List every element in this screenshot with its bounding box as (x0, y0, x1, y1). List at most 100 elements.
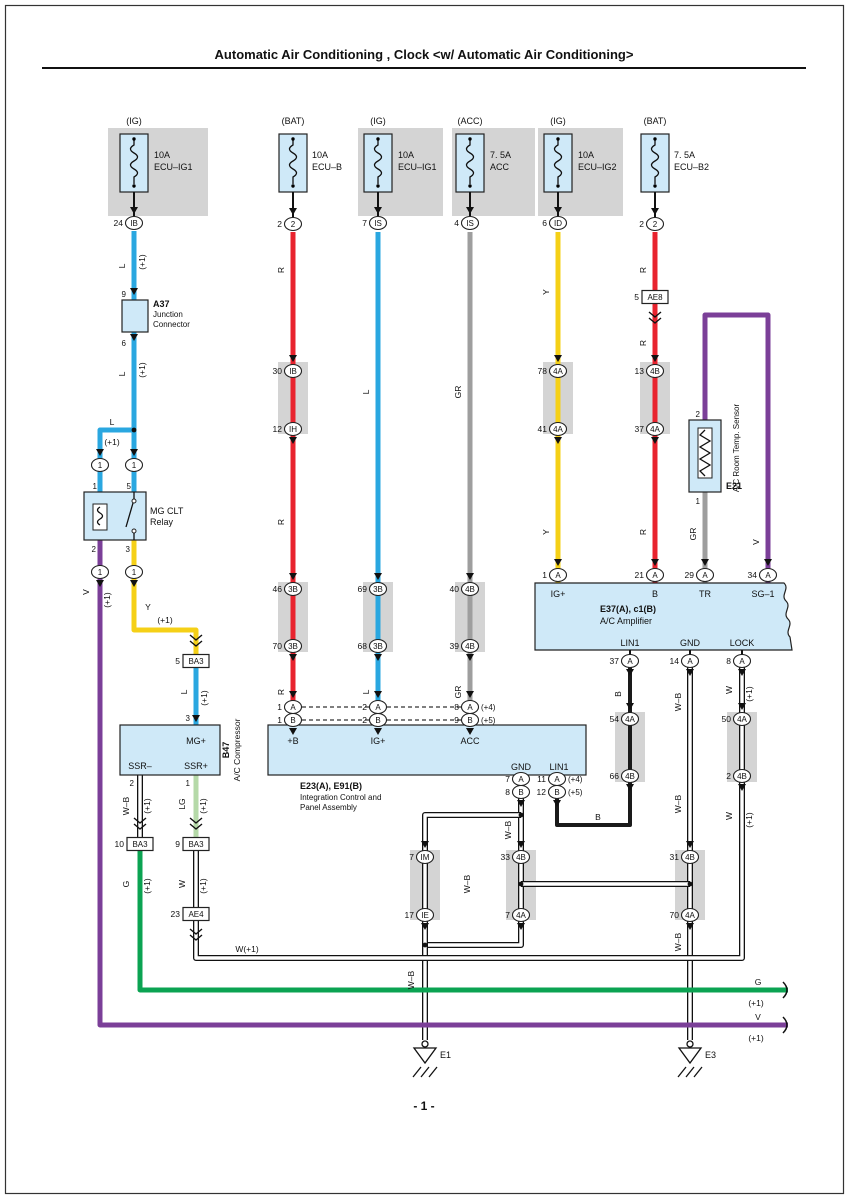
fuse-tag: (BAT) (282, 116, 305, 126)
connector-oval (460, 712, 480, 728)
wire-arrow (764, 559, 772, 566)
connector-oval (124, 564, 144, 580)
wire-arrow (192, 715, 200, 722)
connector-pin: 33 (501, 852, 511, 862)
wire-label-R: R (638, 529, 648, 535)
fuse-tag: (BAT) (644, 116, 667, 126)
connector-pin: 54 (610, 714, 620, 724)
fuse-tag: (IG) (126, 116, 142, 126)
connector-pin: 29 (685, 570, 695, 580)
wire-label-+1: (+1) (102, 592, 112, 608)
connector-37-A: A37 (610, 653, 640, 676)
wire-arrow (289, 437, 297, 444)
connector-oval (511, 849, 531, 865)
connector-pin: 2 (362, 715, 367, 725)
junction-connector-a37: 9 6 A37 Junction Connector (121, 288, 190, 348)
connector-2-4B: 4B2 (726, 768, 752, 791)
connector-oval (547, 784, 567, 800)
relay-pin-1: 1 (93, 482, 98, 491)
ground-label: E1 (440, 1050, 451, 1060)
wire-arrow (517, 800, 525, 807)
connector-code: 1 (132, 461, 137, 470)
wire-G-main (137, 851, 788, 993)
connector-pin: 69 (358, 584, 368, 594)
wire-V-main (97, 540, 788, 1028)
connector-pin: 12 (273, 424, 283, 434)
relay-name-2: Relay (150, 517, 174, 527)
ac-compressor: MG+ SSR– SSR+ 3 2 1 B47 A/C Compressor (119, 714, 242, 788)
wire-labels: L(+1)L(+1)L(+1)V(+1)Y(+1)L(+1)W–B(+1)LG(… (81, 254, 764, 1043)
relay-contact-icon (131, 498, 137, 504)
wires-double (137, 655, 745, 1040)
connector-oval (548, 567, 568, 583)
wire-arrow (738, 784, 746, 791)
connector-1: 1 (90, 449, 110, 473)
chevron-icon (189, 928, 203, 935)
connector-oval (368, 215, 388, 231)
connector-pin: 9 (175, 839, 180, 849)
connector-oval (548, 421, 568, 437)
connector-pin: 14 (670, 656, 680, 666)
connector-code: IM (421, 853, 430, 862)
compressor-name: A/C Compressor (232, 718, 242, 781)
fuse-rating: 10A (398, 150, 414, 160)
connector-code: A (687, 657, 693, 666)
integration-terminal-plus-b: +B (287, 736, 298, 746)
connector-code: IS (374, 219, 382, 228)
wire-label-R: R (276, 267, 286, 273)
connector-1-A: A1 (542, 559, 568, 583)
connector-oval (680, 653, 700, 669)
connector-pin: 68 (358, 641, 368, 651)
connector-pin: 24 (114, 218, 124, 228)
connector-code: ID (554, 219, 562, 228)
connector-oval (283, 638, 303, 654)
connector-pin: 34 (748, 570, 758, 580)
wire-label-Y: Y (541, 289, 551, 295)
wire-arrow (651, 559, 659, 566)
wire-label-L: L (361, 689, 371, 694)
connector-7-4A: 4A7 (505, 907, 531, 930)
connector-6-ID: ID6 (542, 207, 568, 231)
wire-arrow (651, 208, 659, 215)
connector-code: 3B (373, 585, 383, 594)
connector-code: 4A (737, 715, 747, 724)
connector-code: B (518, 788, 523, 797)
wire-label-R: R (638, 340, 648, 346)
connector-oval (511, 784, 531, 800)
connector-box (126, 836, 154, 852)
fuse-rating: 10A (154, 150, 170, 160)
connector-oval (90, 457, 110, 473)
wire-label-GR: GR (688, 528, 698, 541)
connector-code: 4B (516, 853, 526, 862)
connector-code: 4B (650, 367, 660, 376)
wire-label-W+1: W(+1) (235, 944, 259, 954)
junction-dot (518, 812, 524, 818)
compressor-terminal-ssr-minus: SSR– (128, 761, 152, 771)
amp-terminal-sg1: SG–1 (751, 589, 774, 599)
connector-code: A (765, 571, 771, 580)
connector-pin: 1 (277, 715, 282, 725)
chevron-icon (648, 317, 662, 324)
compressor-terminal-mg: MG+ (186, 736, 206, 746)
connector-pin: 2 (639, 219, 644, 229)
wire-arrow (130, 449, 138, 456)
fuse-rating: 7. 5A (674, 150, 695, 160)
connector-oval (645, 216, 665, 232)
junction-dot (422, 942, 428, 948)
connector-pin: 8 (454, 702, 459, 712)
connector-12-B: B12(+5) (537, 784, 583, 807)
wire-arrow (466, 654, 474, 661)
connector-33-4B: 4B 33 (501, 841, 531, 865)
fuse-name: ECU–IG2 (578, 162, 617, 172)
integration-name-2: Panel Assembly (300, 803, 357, 812)
connector-code: B (467, 716, 472, 725)
fuse-acc: (ACC) 7. 5A ACC (452, 116, 535, 216)
connector-oval (758, 567, 778, 583)
